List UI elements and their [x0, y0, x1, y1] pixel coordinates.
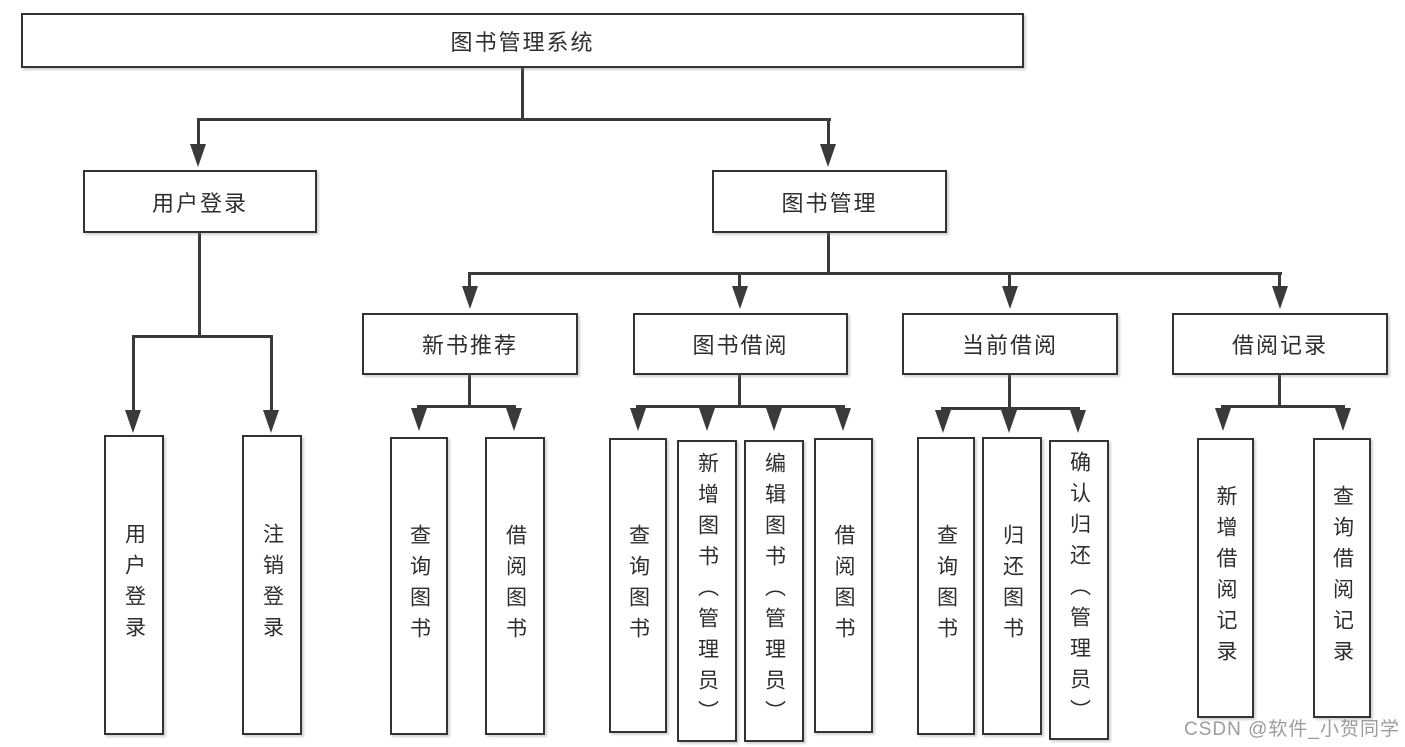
arrowhead-user-login: [190, 144, 206, 167]
node-borrow-records-label: 借阅记录: [1231, 333, 1328, 358]
node-book-mgmt-label: 图书管理: [781, 190, 878, 216]
leaf-user-login-label: 用户登录: [122, 523, 146, 647]
leaf-confirm-return: 确认归还（管理员）: [1049, 440, 1109, 740]
node-new-book-rec-label: 新书推荐: [421, 333, 518, 358]
edge-userlogin-stem: [198, 233, 201, 335]
leaf-borrow-book-2-label: 借阅图书: [832, 523, 855, 648]
leaf-query-record: 查询借阅记录: [1313, 438, 1371, 718]
edge-newbookrec-bar: [417, 405, 516, 408]
node-book-borrow: 图书借阅: [633, 313, 848, 375]
leaf-borrow-book-2: 借阅图书: [814, 438, 873, 733]
edge-root-drop-right: [827, 120, 830, 146]
node-user-login: 用户登录: [83, 170, 317, 233]
leaf-query-book-3-label: 查询图书: [934, 524, 958, 648]
edge-borrowrecords-bar: [1221, 405, 1345, 408]
edge-root-drop-left: [197, 120, 200, 146]
leaf-return-book: 归还图书: [982, 437, 1042, 735]
edge-root-stem: [521, 68, 524, 118]
edge-drop-currentborrow: [1008, 275, 1011, 287]
node-root: 图书管理系统: [21, 13, 1024, 68]
edge-bookmgmt-bar: [468, 272, 1282, 275]
edge-root-bar: [197, 118, 831, 121]
arrowhead-new-book-rec: [462, 286, 478, 309]
arrowhead-leaf-logout: [263, 410, 279, 433]
leaf-edit-book: 编辑图书（管理员）: [744, 440, 804, 742]
edge-drop-newbookrec: [468, 275, 471, 287]
edge-userlogin-drop-left: [132, 338, 135, 410]
leaf-add-book-label: 新增图书（管理员）: [695, 451, 719, 731]
edge-userlogin-bar: [132, 335, 273, 338]
arrowhead-leaf-user-login: [125, 410, 141, 433]
arrowhead-book-borrow: [732, 286, 748, 309]
arrowhead-current-borrow: [1002, 286, 1018, 309]
leaf-add-record-label: 新增借阅记录: [1214, 485, 1237, 671]
leaf-add-record: 新增借阅记录: [1197, 438, 1254, 718]
arrowhead-leaf-query-record: [1335, 408, 1351, 431]
arrowhead-leaf-borrow-book-2: [835, 408, 851, 431]
edge-drop-bookborrow: [738, 275, 741, 287]
edge-borrowrecords-stem: [1278, 375, 1281, 405]
leaf-query-record-label: 查询借阅记录: [1330, 485, 1354, 671]
leaf-confirm-return-label: 确认归还（管理员）: [1067, 450, 1091, 730]
edge-bookborrow-stem: [738, 375, 741, 405]
arrowhead-leaf-borrow-book-1: [506, 408, 522, 431]
node-user-login-label: 用户登录: [151, 190, 248, 216]
edge-bookborrow-bar: [636, 405, 845, 408]
node-current-borrow: 当前借阅: [902, 313, 1118, 375]
leaf-logout-label: 注销登录: [260, 523, 284, 647]
arrowhead-leaf-edit-book: [766, 408, 782, 431]
edge-currentborrow-stem: [1008, 375, 1011, 407]
arrowhead-leaf-confirm-return: [1070, 410, 1086, 433]
arrowhead-leaf-query-book-3: [935, 410, 951, 433]
arrowhead-leaf-add-record: [1215, 408, 1231, 431]
leaf-edit-book-label: 编辑图书（管理员）: [762, 451, 786, 731]
leaf-borrow-book-1: 借阅图书: [485, 437, 545, 735]
leaf-query-book-2-label: 查询图书: [626, 523, 650, 648]
edge-newbookrec-stem: [468, 375, 471, 405]
leaf-user-login: 用户登录: [104, 435, 164, 735]
csdn-watermark: CSDN @软件_小贺同学: [1184, 719, 1400, 740]
arrowhead-leaf-return-book: [1001, 410, 1017, 433]
leaf-borrow-book-1-label: 借阅图书: [503, 524, 527, 648]
node-borrow-records: 借阅记录: [1172, 313, 1388, 375]
leaf-add-book: 新增图书（管理员）: [677, 440, 737, 742]
arrowhead-borrow-records: [1272, 286, 1288, 309]
leaf-query-book-1: 查询图书: [390, 437, 448, 735]
arrowhead-leaf-query-book-1: [411, 408, 427, 431]
arrowhead-leaf-add-book: [699, 408, 715, 431]
node-current-borrow-label: 当前借阅: [961, 333, 1058, 358]
edge-drop-borrowrecords: [1278, 275, 1281, 287]
leaf-logout: 注销登录: [242, 435, 302, 735]
edge-currentborrow-bar: [941, 407, 1080, 410]
node-book-mgmt: 图书管理: [712, 170, 947, 233]
node-new-book-rec: 新书推荐: [362, 313, 578, 375]
arrowhead-leaf-query-book-2: [630, 408, 646, 431]
edge-bookmgmt-stem: [827, 233, 830, 272]
node-book-borrow-label: 图书借阅: [692, 333, 789, 358]
leaf-query-book-2: 查询图书: [609, 438, 667, 733]
leaf-query-book-1-label: 查询图书: [407, 524, 431, 648]
leaf-return-book-label: 归还图书: [1000, 524, 1024, 648]
leaf-query-book-3: 查询图书: [917, 437, 975, 735]
node-root-label: 图书管理系统: [450, 29, 595, 55]
arrowhead-book-mgmt: [820, 144, 836, 167]
edge-userlogin-drop-right: [270, 338, 273, 410]
